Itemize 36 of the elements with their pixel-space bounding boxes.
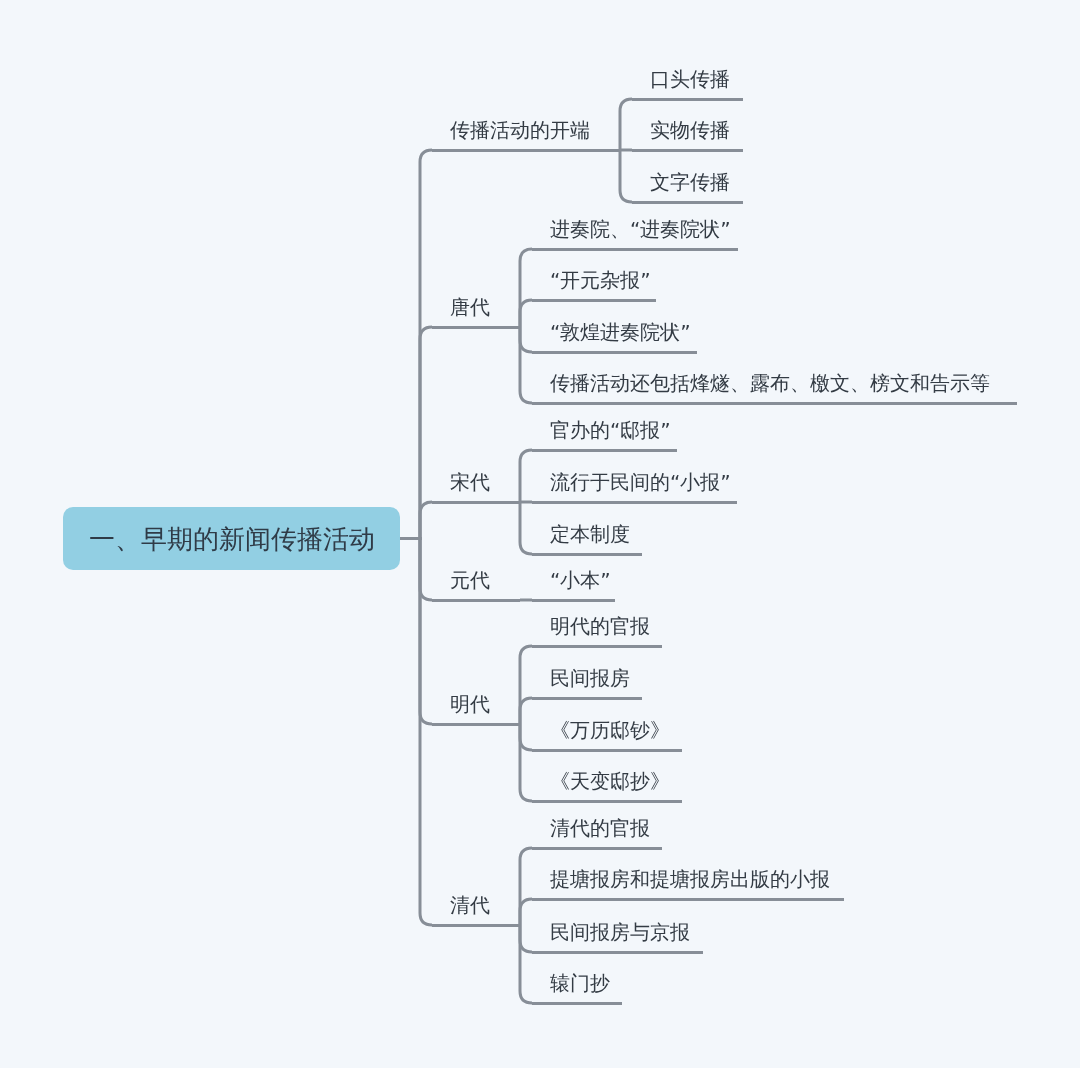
subtopic-label: 辕门抄 <box>532 970 622 1005</box>
subtopic-label: “敦煌进奏院状” <box>532 319 697 354</box>
subtopic-label: 《天变邸抄》 <box>532 768 682 803</box>
subtopic-label: “小本” <box>532 567 615 602</box>
branch-line <box>620 148 632 152</box>
subtopic-label: 传播活动还包括烽燧、露布、檄文、榜文和告示等 <box>532 370 1017 405</box>
branch-line <box>618 148 634 204</box>
subtopic-label: 定本制度 <box>532 521 642 556</box>
topic-label: 明代 <box>432 691 520 726</box>
subtopic-label: 实物传播 <box>632 117 743 152</box>
topic-label: 清代 <box>432 892 520 927</box>
subtopic-label: 官办的“邸报” <box>532 417 677 452</box>
subtopic-label: 民间报房与京报 <box>532 919 703 954</box>
topic-label: 传播活动的开端 <box>432 117 620 152</box>
branch-line <box>518 696 534 726</box>
branch-line <box>518 500 534 556</box>
subtopic-label: 清代的官报 <box>532 815 662 850</box>
subtopic-label: 民间报房 <box>532 665 642 700</box>
branch-line <box>518 897 534 927</box>
branch-line <box>520 598 532 602</box>
topic-label: 宋代 <box>432 469 520 504</box>
subtopic-label: “开元杂报” <box>532 267 656 302</box>
subtopic-label: 提塘报房和提塘报房出版的小报 <box>532 866 844 901</box>
branch-line <box>520 500 532 504</box>
subtopic-label: 明代的官报 <box>532 613 662 648</box>
branch-line <box>518 298 534 329</box>
subtopic-label: 文字传播 <box>632 169 743 204</box>
branch-line <box>618 97 634 152</box>
subtopic-label: 进奏院、“进奏院状” <box>532 216 738 251</box>
subtopic-label: 《万历邸钞》 <box>532 717 682 752</box>
branch-line <box>518 448 534 504</box>
topic-label: 唐代 <box>432 294 520 329</box>
central-topic-box: 一、早期的新闻传播活动 <box>63 507 400 570</box>
subtopic-label: 口头传播 <box>632 66 743 101</box>
subtopic-label: 流行于民间的“小报” <box>532 469 737 504</box>
topic-label: 元代 <box>432 567 520 602</box>
